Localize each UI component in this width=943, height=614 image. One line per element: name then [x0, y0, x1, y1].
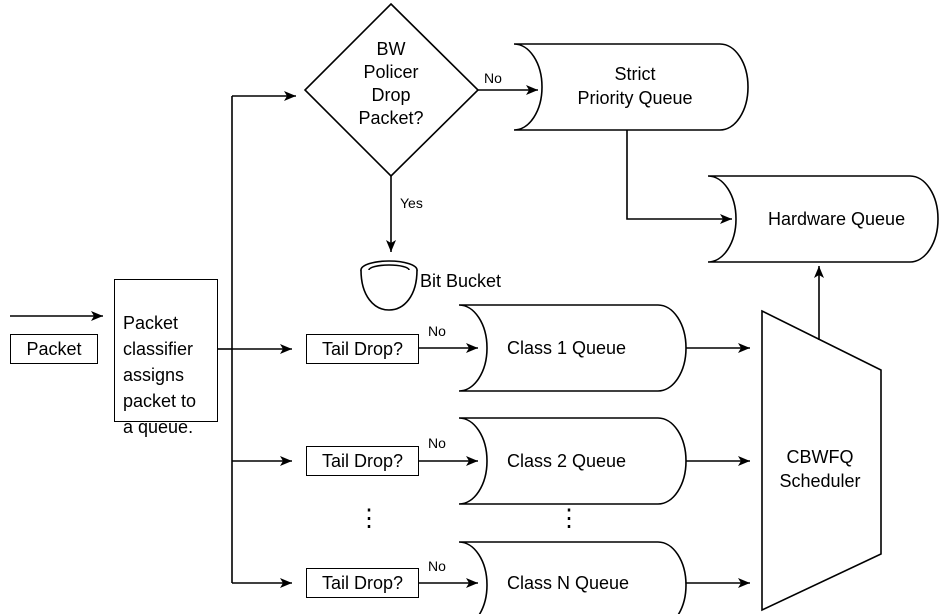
policer-no-label: No: [484, 70, 502, 86]
policer-yes-label: Yes: [400, 195, 423, 211]
strict-priority-queue-label: Strict Priority Queue: [560, 62, 710, 110]
ellipsis-left: ⋮: [357, 505, 381, 532]
policer-line3: Drop: [371, 85, 411, 105]
class1-queue-label: Class 1 Queue: [507, 338, 627, 358]
classifier-text: Packet classifier assigns packet to a qu…: [123, 313, 197, 437]
strict-queue-line1: Strict: [614, 64, 656, 84]
scheduler-line1: CBWFQ: [786, 447, 854, 467]
tail-drop-box-classN: Tail Drop?: [306, 568, 419, 598]
ellipsis-right: ⋮: [557, 505, 581, 532]
policer-line1: BW: [376, 39, 406, 59]
bit-bucket-icon: [360, 260, 418, 311]
scheduler-shape: [761, 309, 882, 612]
tail-drop-box-class1: Tail Drop?: [306, 334, 419, 364]
bit-bucket-label: Bit Bucket: [420, 271, 502, 291]
class2-no-label: No: [428, 435, 446, 451]
tail-drop-box-class2: Tail Drop?: [306, 446, 419, 476]
scheduler-line2: Scheduler: [779, 471, 861, 491]
hardware-queue-label: Hardware Queue: [768, 209, 906, 229]
classN-no-label: No: [428, 558, 446, 574]
tail-drop-label: Tail Drop?: [321, 339, 404, 359]
strict-priority-queue-shape: [513, 43, 749, 131]
packet-classifier-box: Packet classifier assigns packet to a qu…: [114, 279, 218, 437]
scheduler-label: CBWFQ Scheduler: [765, 445, 875, 493]
tail-drop-label: Tail Drop?: [321, 451, 404, 471]
packet-label: Packet: [26, 339, 82, 359]
policer-line4: Packet?: [358, 108, 424, 128]
hardware-queue-shape: [707, 175, 939, 263]
classN-queue-shape: [458, 541, 687, 614]
policer-question: BW Policer Drop Packet?: [341, 38, 441, 130]
policer-line2: Policer: [363, 62, 419, 82]
class2-queue-shape: [458, 417, 687, 505]
class1-queue-shape: [458, 304, 687, 392]
strict-queue-line2: Priority Queue: [577, 88, 693, 108]
class1-no-label: No: [428, 323, 446, 339]
classN-queue-label: Class N Queue: [507, 573, 630, 593]
tail-drop-label: Tail Drop?: [321, 573, 404, 593]
packet-label-box: Packet: [10, 334, 98, 364]
class2-queue-label: Class 2 Queue: [507, 451, 627, 471]
strict-to-hardware-arrow: [626, 130, 732, 224]
